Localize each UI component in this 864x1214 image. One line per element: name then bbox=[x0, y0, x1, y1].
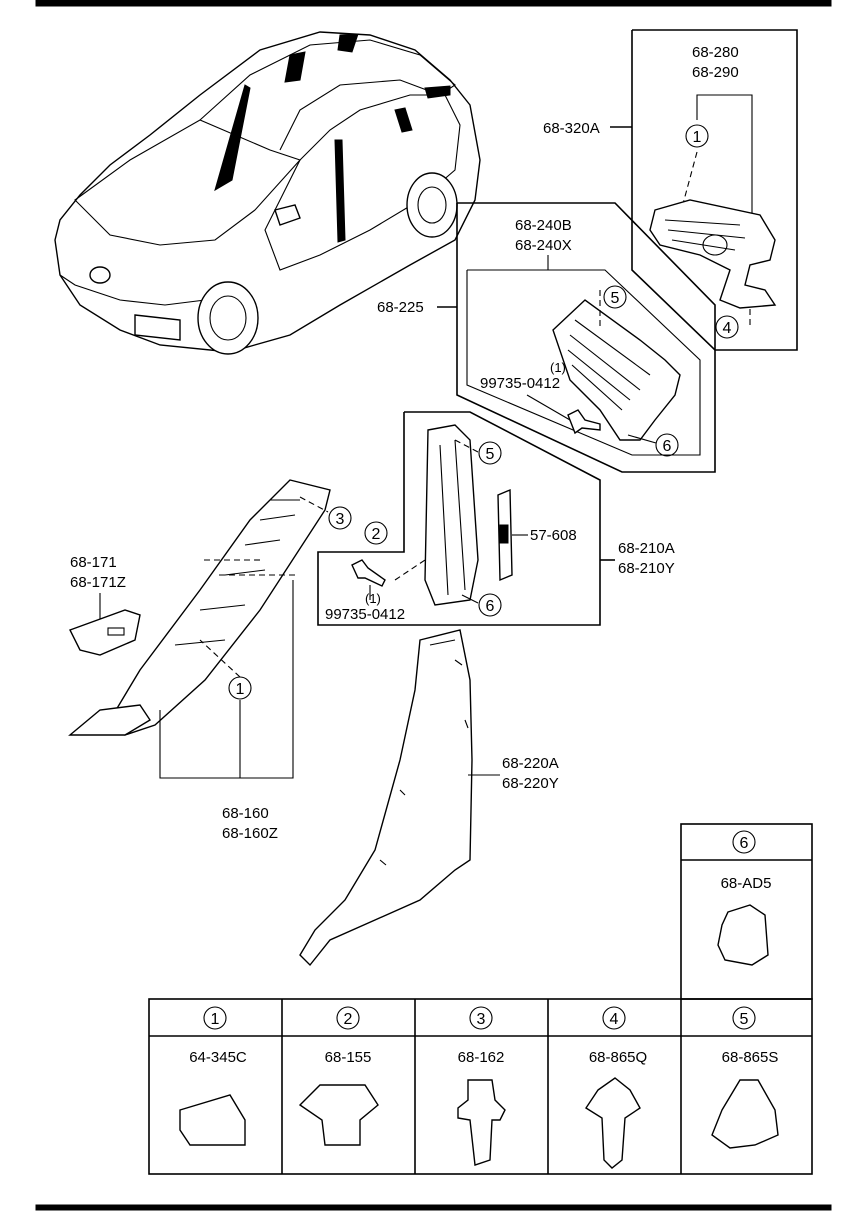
label-68-240X: 68-240X bbox=[515, 237, 572, 254]
label-99735-0412-upper: 99735-0412 bbox=[480, 375, 560, 392]
label-68-160Z: 68-160Z bbox=[222, 825, 278, 842]
legend-icon-3 bbox=[457, 1079, 506, 1166]
legend-num-1: 1 bbox=[211, 1011, 220, 1028]
group-68-171: 68-171 68-171Z bbox=[69, 554, 141, 656]
label-68-280: 68-280 bbox=[692, 44, 739, 61]
callout-6-upper: 6 bbox=[663, 438, 672, 455]
top-rule bbox=[35, 0, 832, 7]
label-68-171Z: 68-171Z bbox=[70, 574, 126, 591]
label-68-210Y: 68-210Y bbox=[618, 560, 675, 577]
vehicle-illustration bbox=[54, 31, 481, 355]
bottom-rule bbox=[35, 1204, 832, 1211]
legend-icon-6 bbox=[717, 904, 769, 966]
legend-icon-1 bbox=[179, 1094, 246, 1146]
legend-icon-2 bbox=[298, 1084, 379, 1146]
legend-part-5: 68-865S bbox=[722, 1049, 779, 1066]
label-68-210A: 68-210A bbox=[618, 540, 675, 557]
label-68-240B: 68-240B bbox=[515, 217, 572, 234]
legend-num-6: 6 bbox=[740, 835, 749, 852]
fastener-legend: 6 68-AD5 1 64-345C 2 68-155 3 68-162 4 6… bbox=[148, 823, 813, 1175]
label-68-220Y: 68-220Y bbox=[502, 775, 559, 792]
legend-part-3: 68-162 bbox=[458, 1049, 505, 1066]
legend-num-4: 4 bbox=[610, 1011, 619, 1028]
group-68-220A: 68-220A 68-220Y bbox=[299, 629, 559, 967]
legend-num-5: 5 bbox=[740, 1011, 749, 1028]
label-57-608: 57-608 bbox=[530, 527, 577, 544]
label-68-225: 68-225 bbox=[377, 299, 424, 316]
callout-4-top: 4 bbox=[723, 320, 732, 337]
label-68-290: 68-290 bbox=[692, 64, 739, 81]
legend-icon-4 bbox=[585, 1077, 641, 1169]
label-68-220A: 68-220A bbox=[502, 755, 559, 772]
legend-num-2: 2 bbox=[344, 1011, 353, 1028]
legend-part-1: 64-345C bbox=[189, 1049, 247, 1066]
legend-part-6: 68-AD5 bbox=[721, 875, 772, 892]
group-68-225: 68-240B 68-240X 68-225 (1) 99735-0412 5 … bbox=[377, 202, 716, 473]
label-68-160: 68-160 bbox=[222, 805, 269, 822]
callout-1-left: 1 bbox=[236, 681, 245, 698]
legend-icon-5 bbox=[711, 1079, 779, 1149]
callout-2: 2 bbox=[372, 526, 381, 543]
callout-5-mid: 5 bbox=[486, 446, 495, 463]
group-68-160: 1 3 2 68-160 68-160Z bbox=[68, 479, 388, 842]
qty-lower: (1) bbox=[365, 591, 381, 606]
legend-num-3: 3 bbox=[477, 1011, 486, 1028]
callout-3: 3 bbox=[336, 511, 345, 528]
label-99735-0412-lower: 99735-0412 bbox=[325, 606, 405, 623]
group-68-320A: 68-280 68-290 68-320A 1 4 bbox=[543, 29, 798, 351]
qty-upper: (1) bbox=[550, 360, 566, 375]
legend-part-4: 68-865Q bbox=[589, 1049, 647, 1066]
label-68-320A: 68-320A bbox=[543, 120, 600, 137]
callout-5-upper: 5 bbox=[611, 290, 620, 307]
callout-6-mid: 6 bbox=[486, 598, 495, 615]
group-68-210A: 68-210A 68-210Y 57-608 5 6 (1) 99735-041… bbox=[317, 411, 675, 626]
legend-part-2: 68-155 bbox=[325, 1049, 372, 1066]
callout-1-top: 1 bbox=[693, 129, 702, 146]
label-68-171: 68-171 bbox=[70, 554, 117, 571]
